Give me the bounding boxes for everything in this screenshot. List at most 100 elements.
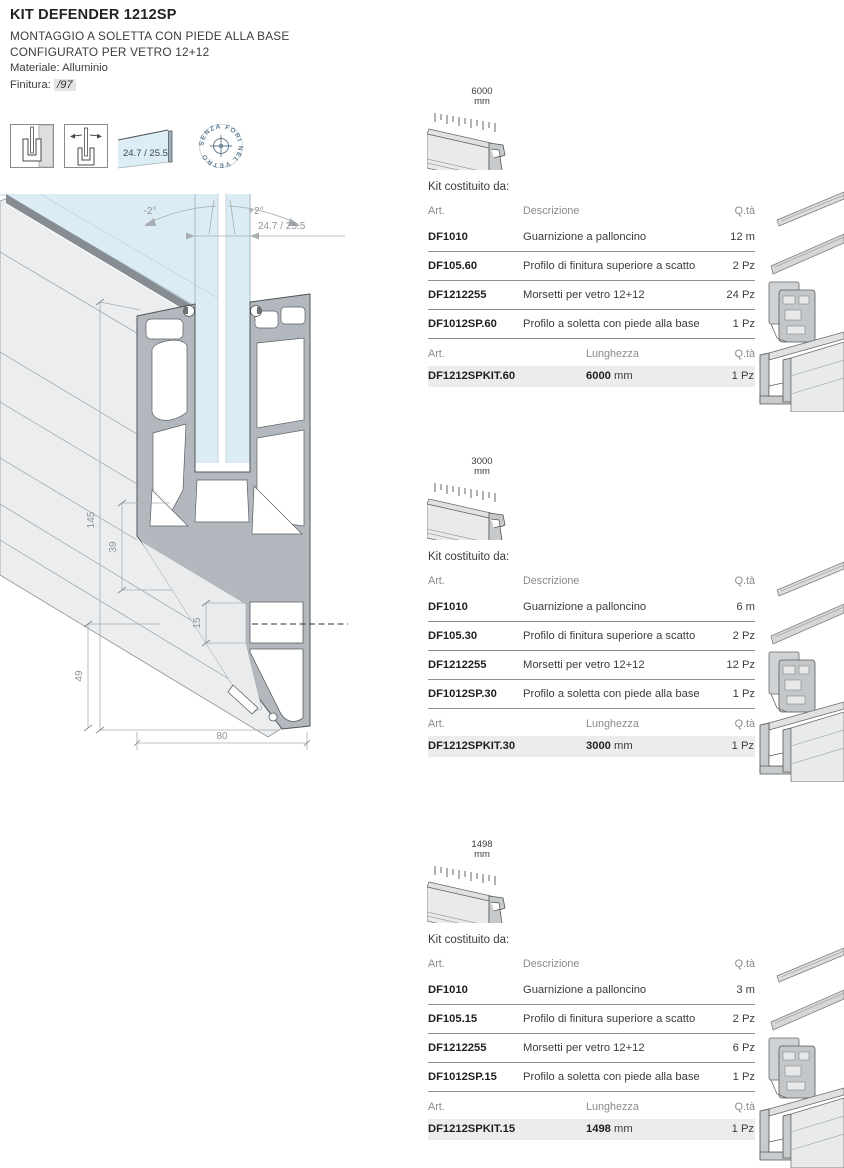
glass-clamp-illustration xyxy=(768,1037,816,1099)
glass-clamp-illustration xyxy=(768,281,816,343)
col-qty: Q.tà xyxy=(734,1101,755,1113)
table-header-row: Art. Descrizione Q.tà xyxy=(428,575,755,593)
dim-glass-label: 24.7 / 25.5 xyxy=(258,221,306,232)
col-desc: Descrizione xyxy=(523,205,580,217)
table-header-row: Art. Lunghezza Q.tà xyxy=(428,1101,755,1119)
col-qty: Q.tà xyxy=(734,575,755,587)
col-desc: Descrizione xyxy=(523,575,580,587)
tilt-plus-label: +2° xyxy=(248,206,263,217)
ruler-ticks xyxy=(434,866,496,885)
col-art: Art. xyxy=(428,1101,445,1113)
dimension-annotations xyxy=(83,199,345,750)
component-illustrations xyxy=(757,946,844,1168)
thumbnail-length-value: 3000 xyxy=(471,456,492,467)
kit-length-value: 6000 xyxy=(586,370,611,382)
component-illustration-set xyxy=(759,191,844,412)
col-len: Lunghezza xyxy=(586,718,639,730)
thumbnail-length-value: 1498 xyxy=(471,839,492,850)
finish-label: Finitura: xyxy=(10,79,51,91)
channel-gaskets xyxy=(183,305,262,317)
col-art: Art. xyxy=(428,205,445,217)
col-len: Lunghezza xyxy=(586,1101,639,1113)
wall-mount-icon xyxy=(10,124,54,168)
glass-thickness-label: 24.7 / 25.5 xyxy=(123,148,168,159)
tilt-adjust-icon xyxy=(64,124,108,168)
kit-length-unit: mm xyxy=(614,740,633,752)
kit-code-table: Art. Lunghezza Q.tà DF1212SPKIT.15 1498 … xyxy=(428,1101,755,1140)
base-profile-illustration xyxy=(759,1087,844,1168)
col-art: Art. xyxy=(428,348,445,360)
finish-badge: /97 xyxy=(53,79,76,91)
header-block: KIT DEFENDER 1212SP MONTAGGIO A SOLETTA … xyxy=(10,7,420,94)
gasket-strip-illustration xyxy=(776,947,844,983)
col-qty: Q.tà xyxy=(734,205,755,217)
kit-code-row: DF1212SPKIT.15 1498 mm 1 Pz xyxy=(428,1119,755,1140)
tilt-minus-label: -2° xyxy=(144,206,157,217)
thumbnail-length-unit: mm xyxy=(474,466,490,477)
glass-clamp-illustration xyxy=(768,651,816,713)
kit-length-value: 1498 xyxy=(586,1123,611,1135)
col-desc: Descrizione xyxy=(523,958,580,970)
dimension-labels: 145 39 15 49 80 24.7 / 25.5 -2° +2° xyxy=(74,206,306,742)
base-profile-illustration xyxy=(759,701,844,782)
profile-section-drawing: 145 39 15 49 80 24.7 / 25.5 -2° +2° xyxy=(0,193,348,750)
finish-profile-illustration xyxy=(770,603,844,645)
ruler-ticks xyxy=(434,483,496,502)
table-header-row: Art. Descrizione Q.tà xyxy=(428,958,755,976)
component-illustrations xyxy=(757,190,844,412)
col-qty: Q.tà xyxy=(734,348,755,360)
dim-step-label: 15 xyxy=(192,617,203,629)
kit-length-thumbnail: 3000 mm xyxy=(427,456,506,540)
aluminium-cross-section xyxy=(136,293,348,730)
col-len: Lunghezza xyxy=(586,348,639,360)
finish-profile-illustration xyxy=(770,233,844,275)
kit-length-thumbnail: 6000 mm xyxy=(427,86,506,170)
col-art: Art. xyxy=(428,718,445,730)
gasket-strip-illustration xyxy=(776,191,844,227)
col-art: Art. xyxy=(428,958,445,970)
table-header-row: Art. Lunghezza Q.tà xyxy=(428,718,755,736)
material-line: Materiale: Alluminio xyxy=(10,60,420,77)
component-illustrations xyxy=(757,560,844,782)
kit-length-unit: mm xyxy=(614,1123,633,1135)
kit-intro-text: Kit costituito da: xyxy=(428,551,510,563)
dim-foot-label: 49 xyxy=(74,670,85,682)
no-holes-stamp-icon: SENZA FORI NEL VETRO xyxy=(198,123,243,169)
gasket-strip-illustration xyxy=(776,561,844,597)
kit-code-row: DF1212SPKIT.30 3000 mm 1 Pz xyxy=(428,736,755,757)
dim-height-label: 145 xyxy=(86,511,97,528)
top-gasket-strip xyxy=(5,194,191,315)
finish-profile-illustration xyxy=(770,989,844,1031)
component-illustration-set xyxy=(759,947,844,1168)
kit-intro-text: Kit costituito da: xyxy=(428,181,510,193)
table-header-row: Art. Lunghezza Q.tà xyxy=(428,348,755,366)
kit-length-unit: mm xyxy=(614,370,633,382)
material-label: Materiale: xyxy=(10,62,60,74)
page-title: KIT DEFENDER 1212SP xyxy=(10,7,177,23)
dim-upper-label: 39 xyxy=(108,541,119,553)
glass-thickness-icon: 24.7 / 25.5 xyxy=(118,129,173,169)
thumbnail-length-unit: mm xyxy=(474,849,490,860)
dim-width-label: 80 xyxy=(216,731,228,742)
kit-code-table: Art. Lunghezza Q.tà DF1212SPKIT.60 6000 … xyxy=(428,348,755,387)
component-illustration-set xyxy=(759,561,844,782)
col-art: Art. xyxy=(428,575,445,587)
col-qty: Q.tà xyxy=(734,958,755,970)
thumbnail-length-value: 6000 xyxy=(471,86,492,97)
kit-code-row: DF1212SPKIT.60 6000 mm 1 Pz xyxy=(428,366,755,387)
sloping-flange-face xyxy=(140,540,263,714)
